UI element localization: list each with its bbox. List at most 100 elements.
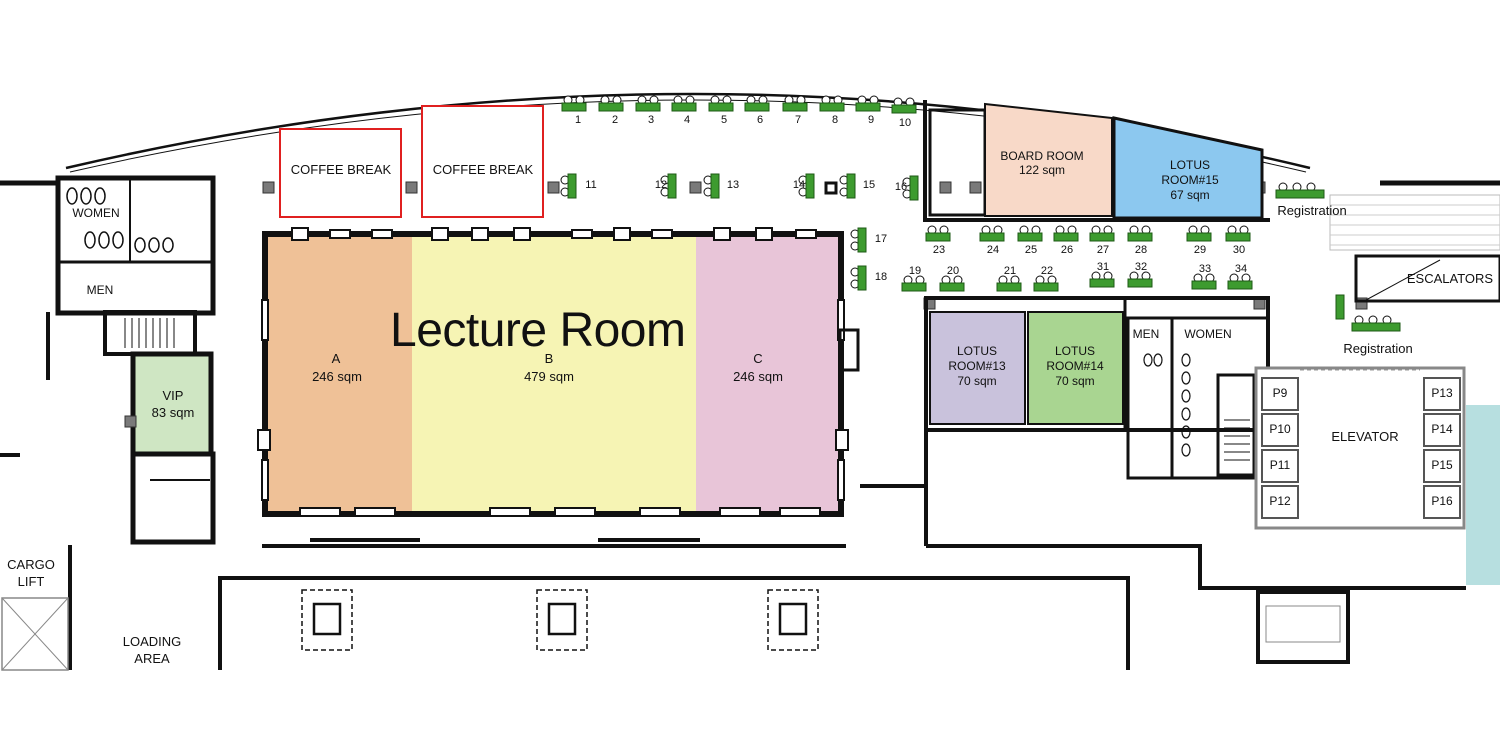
- booth-2: [598, 95, 624, 112]
- booth-24: [979, 225, 1005, 242]
- left-restrooms: [55, 175, 216, 356]
- elevator-label: ELEVATOR: [1331, 429, 1399, 444]
- booth-number-5: 5: [720, 114, 728, 126]
- registration-desk-2: [1351, 315, 1401, 332]
- booth-3: [635, 95, 661, 112]
- booth-17: [850, 227, 867, 253]
- lotus15-name1: LOTUS: [1169, 158, 1210, 172]
- section-b-label: B: [544, 351, 554, 366]
- section-a-area: 246 sqm: [312, 369, 362, 384]
- booth-number-7: 7: [794, 114, 802, 126]
- booth-9: [855, 95, 881, 112]
- coffee-break-label-1: COFFEE BREAK: [290, 162, 392, 177]
- booth-14: [798, 173, 815, 199]
- booth-22: [1033, 275, 1059, 292]
- booth-number-1: 1: [574, 114, 582, 126]
- booth-number-10: 10: [898, 117, 912, 129]
- booth-number-33: 33: [1198, 263, 1212, 275]
- board-room-area: 122 sqm: [1018, 163, 1066, 177]
- booth-number-9: 9: [867, 114, 875, 126]
- booth-33: [1191, 273, 1217, 290]
- booth-number-18: 18: [874, 271, 888, 283]
- lotus14-area: 70 sqm: [1055, 374, 1095, 388]
- booth-number-34: 34: [1234, 263, 1248, 275]
- booth-25: [1017, 225, 1043, 242]
- booth-5: [708, 95, 734, 112]
- lotus13-area: 70 sqm: [957, 374, 997, 388]
- elevator-car-p10: P10: [1269, 422, 1291, 436]
- booth-8: [819, 95, 845, 112]
- elevator-car-p15: P15: [1431, 458, 1453, 472]
- booth-16: [902, 175, 919, 201]
- coffee-break-label-2: COFFEE BREAK: [432, 162, 534, 177]
- booth-number-17: 17: [874, 233, 888, 245]
- booth-number-13: 13: [726, 179, 740, 191]
- booth-number-28: 28: [1134, 244, 1148, 256]
- loading-area-label-2: AREA: [134, 651, 170, 666]
- women-left-label: WOMEN: [72, 206, 120, 220]
- booth-29: [1186, 225, 1212, 242]
- lecture-room-shape: [257, 227, 860, 548]
- cargo-lift-label-1: CARGO: [7, 557, 55, 572]
- elevator-car-p9: P9: [1272, 386, 1288, 400]
- section-c-label: C: [753, 351, 763, 366]
- booth-12: [660, 173, 677, 199]
- section-c-area: 246 sqm: [733, 369, 783, 384]
- vip-name: VIP: [162, 388, 184, 403]
- booth-26: [1053, 225, 1079, 242]
- lecture-section-b: [412, 236, 696, 512]
- booth-number-25: 25: [1024, 244, 1038, 256]
- booth-32: [1127, 271, 1153, 288]
- board-room-name: BOARD ROOM: [1000, 149, 1084, 163]
- lotus13-shape: [929, 311, 1026, 425]
- loading-area-label-1: LOADING: [122, 634, 182, 649]
- booth-15: [839, 173, 856, 199]
- booth-28: [1127, 225, 1153, 242]
- cargo-lift-label-2: LIFT: [17, 574, 45, 589]
- lotus13-name2: ROOM#13: [948, 359, 1006, 373]
- cargo-lift-shape: [1, 597, 69, 671]
- booth-number-12: 12: [654, 179, 668, 191]
- booth-layer: [560, 95, 1401, 332]
- booth-4: [671, 95, 697, 112]
- booth-number-6: 6: [756, 114, 764, 126]
- booth-number-16: 16: [894, 181, 908, 193]
- booth-number-24: 24: [986, 244, 1000, 256]
- elevator-shape: [1254, 366, 1500, 664]
- booth-number-19: 19: [908, 265, 922, 277]
- booth-13: [703, 173, 720, 199]
- lotus15-area: 67 sqm: [1170, 188, 1210, 202]
- booth-10: [891, 97, 917, 114]
- elevator-car-p11: P11: [1269, 458, 1291, 472]
- registration-bottom-label: Registration: [1343, 341, 1413, 356]
- booth-number-20: 20: [946, 265, 960, 277]
- booth-18: [850, 265, 867, 291]
- vip-room-shape: [130, 351, 214, 457]
- booth-number-31: 31: [1096, 261, 1110, 273]
- booth-number-22: 22: [1040, 265, 1054, 277]
- section-b-area: 479 sqm: [524, 369, 574, 384]
- elevator-car-p14: P14: [1431, 422, 1453, 436]
- booth-number-8: 8: [831, 114, 839, 126]
- registration-desk-1: [1275, 182, 1325, 199]
- lotus15-name2: ROOM#15: [1161, 173, 1219, 187]
- booth-27: [1089, 225, 1115, 242]
- booth-11: [560, 173, 577, 199]
- lotus14-name2: ROOM#14: [1046, 359, 1104, 373]
- coffee-break-box-1: [279, 128, 402, 218]
- lecture-room-title: Lecture Room: [390, 304, 686, 357]
- booth-7: [782, 95, 808, 112]
- booth-31: [1089, 271, 1115, 288]
- booth-number-21: 21: [1003, 265, 1017, 277]
- booth-6: [744, 95, 770, 112]
- registration-side-desk: [1335, 294, 1345, 320]
- booth-number-11: 11: [585, 179, 597, 191]
- vip-area: 83 sqm: [151, 405, 195, 420]
- lotus14-name1: LOTUS: [1054, 344, 1095, 358]
- coffee-break-box-2: [421, 105, 544, 218]
- elevator-car-p13: P13: [1431, 386, 1453, 400]
- booth-1: [561, 95, 587, 112]
- booth-20: [939, 275, 965, 292]
- booth-number-14: 14: [792, 179, 806, 191]
